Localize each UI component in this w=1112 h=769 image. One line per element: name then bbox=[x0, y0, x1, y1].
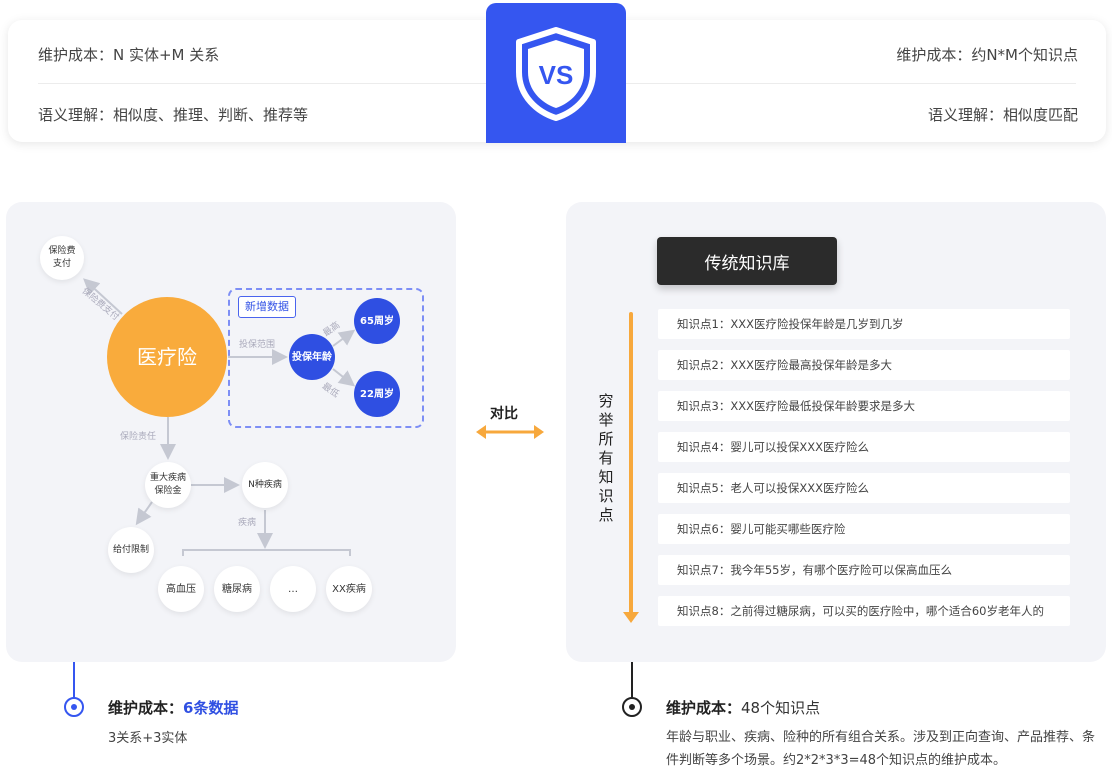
new-data-region bbox=[228, 288, 424, 428]
new-data-tag: 新增数据 bbox=[238, 296, 296, 318]
node-disease-xx: XX疾病 bbox=[326, 566, 372, 612]
node-disease-hypertension: 高血压 bbox=[158, 566, 204, 612]
node-insured-age: 投保年龄 bbox=[289, 334, 335, 380]
left-cost-text: 维护成本：N 实体+M 关系 bbox=[38, 46, 220, 64]
knowledge-point: 知识点6：婴儿可能买哪些医疗险 bbox=[658, 514, 1070, 544]
knowledge-point: 知识点4：婴儿可以投保XXX医疗险么 bbox=[658, 432, 1070, 462]
compare-label: 对比 bbox=[490, 406, 518, 422]
right-marker-icon bbox=[622, 697, 642, 717]
right-cost-desc: 年龄与职业、疾病、险种的所有组合关系。涉及到正向查询、产品推荐、条件判断等多个场… bbox=[666, 730, 1096, 768]
node-premium-payment: 保险费 支付 bbox=[40, 236, 84, 280]
vs-badge: VS bbox=[486, 3, 626, 143]
right-timeline bbox=[631, 662, 633, 700]
node-critical-illness: 重大疾病 保险金 bbox=[145, 462, 191, 508]
divider-right bbox=[626, 83, 1076, 84]
enum-arrow-line bbox=[629, 312, 633, 618]
left-marker-icon bbox=[64, 697, 84, 717]
node-disease-ellipsis: … bbox=[270, 566, 316, 612]
shield-vs-icon: VS bbox=[516, 27, 596, 121]
left-timeline bbox=[73, 662, 75, 700]
knowledge-point: 知识点8：之前得过糖尿病，可以买的医疗险中，哪个适合60岁老年人的 bbox=[658, 596, 1070, 626]
knowledge-point: 知识点7：我今年55岁，有哪个医疗险可以保高血压么 bbox=[658, 555, 1070, 585]
right-cost-value: 48个知识点 bbox=[741, 699, 821, 717]
knowledge-point: 知识点2：XXX医疗险最高投保年龄是多大 bbox=[658, 350, 1070, 380]
right-cost-label: 维护成本： bbox=[666, 699, 742, 717]
enum-all-text: 穷举所有知识点 bbox=[598, 392, 614, 524]
node-medical-insurance: 医疗险 bbox=[107, 297, 227, 417]
divider-left bbox=[38, 83, 488, 84]
knowledge-point: 知识点5：老人可以投保XXX医疗险么 bbox=[658, 473, 1070, 503]
knowledge-point: 知识点3：XXX医疗险最低投保年龄要求是多大 bbox=[658, 391, 1070, 421]
right-cost-text: 维护成本：约N*M个知识点 bbox=[896, 46, 1078, 64]
edge-label-disease: 疾病 bbox=[238, 518, 257, 528]
edge-label-scope: 投保范围 bbox=[239, 340, 276, 350]
knowledge-point: 知识点1：XXX医疗险投保年龄是几岁到几岁 bbox=[658, 309, 1070, 339]
right-cost-note: 维护成本：48个知识点 bbox=[666, 697, 820, 718]
left-cost-note: 维护成本：6条数据 bbox=[108, 697, 238, 718]
left-cost-value: 6条数据 bbox=[183, 699, 239, 717]
vs-text: VS bbox=[539, 60, 574, 90]
node-payment-limit: 给付限制 bbox=[108, 527, 154, 573]
left-cost-desc: 3关系+3实体 bbox=[108, 731, 188, 746]
node-n-diseases: N种疾病 bbox=[242, 462, 288, 508]
right-semantic-text: 语义理解：相似度匹配 bbox=[927, 106, 1078, 124]
node-age-min: 22周岁 bbox=[354, 371, 400, 417]
left-semantic-text: 语义理解：相似度、推理、判断、推荐等 bbox=[38, 106, 309, 124]
node-disease-diabetes: 糖尿病 bbox=[214, 566, 260, 612]
node-age-max: 65周岁 bbox=[354, 298, 400, 344]
left-cost-label: 维护成本： bbox=[108, 699, 184, 717]
down-arrow-icon bbox=[623, 612, 639, 623]
edge-label-responsibility: 保险责任 bbox=[120, 432, 157, 442]
kb-title: 传统知识库 bbox=[657, 237, 837, 285]
